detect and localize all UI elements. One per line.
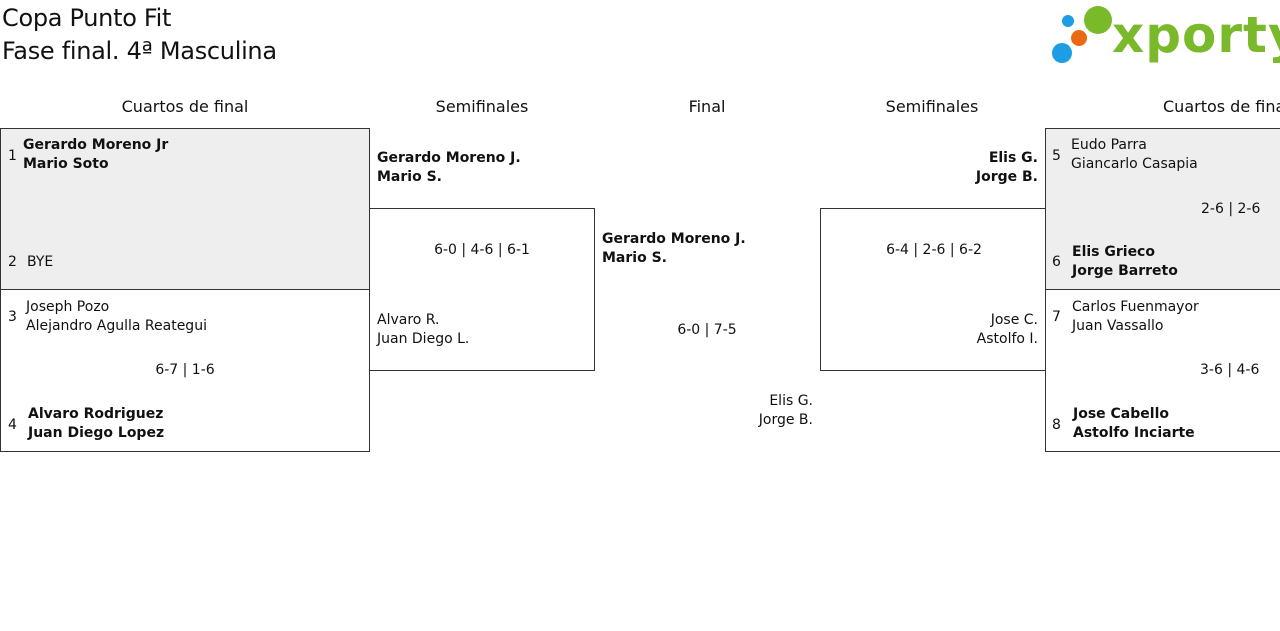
final-score: 6-0 | 7-5 xyxy=(677,322,737,338)
seed-number: 8 xyxy=(1052,417,1061,433)
team-player-name: Eudo Parra xyxy=(1071,137,1147,153)
team-player-name: Gerardo Moreno J. xyxy=(377,150,521,166)
team-player-name: Jorge Barreto xyxy=(1072,263,1178,279)
seed-number: 5 xyxy=(1052,148,1061,164)
team-player-name: Mario S. xyxy=(602,250,667,266)
qf-match-4: 7 Carlos Fuenmayor Juan Vassallo 3-6 | 4… xyxy=(1045,289,1280,452)
team-player-name: Joseph Pozo xyxy=(26,299,110,315)
match-score: 6-0 | 4-6 | 6-1 xyxy=(434,242,530,258)
team-player-name: Jorge B. xyxy=(975,169,1038,185)
xporty-logo: xporty xyxy=(1050,4,1280,68)
match-score: 6-7 | 1-6 xyxy=(155,362,215,378)
team-player-name: Carlos Fuenmayor xyxy=(1072,299,1199,315)
seed-number: 3 xyxy=(8,309,17,325)
qf-match-2: 3 Joseph Pozo Alejandro Agulla Reategui … xyxy=(0,289,370,452)
team-player-name: Alvaro Rodriguez xyxy=(28,406,164,422)
team-player-name: Elis Grieco xyxy=(1072,244,1155,260)
team-player-name: Alejandro Agulla Reategui xyxy=(26,318,207,334)
sf-match-2: 6-4 | 2-6 | 6-2 Jose C. Astolfo I. xyxy=(820,208,1046,371)
match-score: 2-6 | 2-6 xyxy=(1201,201,1261,217)
round-header-left-sf: Semifinales xyxy=(435,97,529,116)
team-player-name: Astolfo I. xyxy=(976,331,1038,347)
page-title: Copa Punto Fit xyxy=(2,4,172,32)
seed-number: 6 xyxy=(1052,254,1061,270)
seed-number: 7 xyxy=(1052,309,1061,325)
team-player-name: Jorge B. xyxy=(758,412,813,428)
round-header-right-qf: Cuartos de final xyxy=(1163,97,1280,116)
team-player-name: Giancarlo Casapia xyxy=(1071,156,1198,172)
qf-match-3: 5 Eudo Parra Giancarlo Casapia 2-6 | 2-6… xyxy=(1045,128,1280,290)
sf-match-1: 6-0 | 4-6 | 6-1 Alvaro R. Juan Diego L. xyxy=(369,208,595,371)
logo-wordmark: xporty xyxy=(1112,6,1280,64)
round-header-final: Final xyxy=(688,97,726,116)
logo-dot-blue xyxy=(1052,43,1072,63)
team-player-name: Alvaro R. xyxy=(377,312,440,328)
team-player-name: Jose Cabello xyxy=(1073,406,1169,422)
round-header-right-sf: Semifinales xyxy=(885,97,979,116)
team-player-name: Mario Soto xyxy=(23,156,109,172)
team-player-name: BYE xyxy=(27,254,54,270)
page-subtitle: Fase final. 4ª Masculina xyxy=(2,37,277,65)
team-player-name: Gerardo Moreno Jr xyxy=(23,137,169,153)
team-player-name: Gerardo Moreno J. xyxy=(602,231,746,247)
round-header-left-qf: Cuartos de final xyxy=(121,97,249,116)
team-player-name: Mario S. xyxy=(377,169,442,185)
team-player-name: Juan Diego L. xyxy=(377,331,470,347)
team-player-name: Jose C. xyxy=(990,312,1038,328)
team-player-name: Juan Diego Lopez xyxy=(28,425,165,441)
logo-dot-orange xyxy=(1071,30,1087,46)
team-player-name: Juan Vassallo xyxy=(1072,318,1164,334)
team-player-name: Elis G. xyxy=(988,150,1038,166)
qf-match-1: 1 Gerardo Moreno Jr Mario Soto 2 BYE xyxy=(0,128,370,290)
team-player-name: Astolfo Inciarte xyxy=(1073,425,1195,441)
seed-number: 1 xyxy=(8,148,17,164)
match-score: 6-4 | 2-6 | 6-2 xyxy=(886,242,982,258)
match-score: 3-6 | 4-6 xyxy=(1200,362,1260,378)
team-player-name: Elis G. xyxy=(769,393,813,409)
seed-number: 2 xyxy=(8,254,17,270)
logo-dot-blue-small xyxy=(1062,15,1074,27)
logo-dot-green xyxy=(1084,6,1112,34)
seed-number: 4 xyxy=(8,417,17,433)
